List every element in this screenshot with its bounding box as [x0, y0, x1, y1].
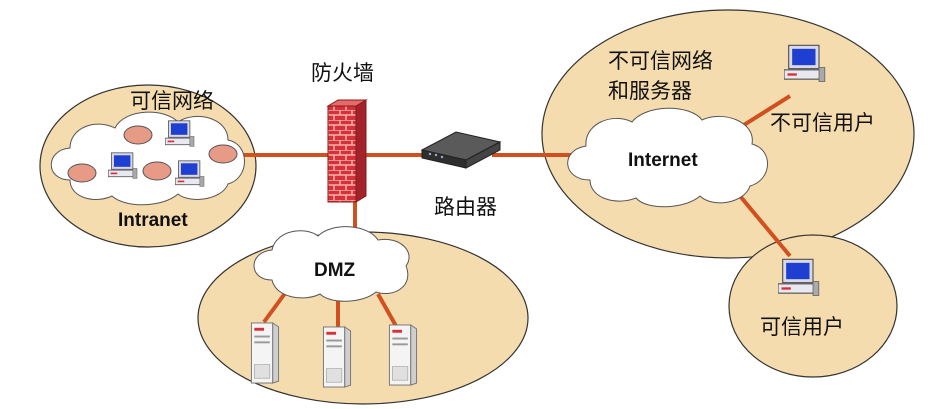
- router-label: 路由器: [434, 195, 497, 219]
- untrusted-network-label-line1: 不可信网络: [608, 49, 713, 73]
- intranet-computer-icon: [165, 120, 195, 147]
- trusted-user-label: 可信用户: [760, 315, 844, 339]
- trusted-network-label: 可信网络: [130, 89, 214, 113]
- internet-label: Internet: [628, 150, 698, 171]
- dmz-cloud: [253, 226, 410, 302]
- intranet-host-nodes: [67, 125, 238, 183]
- untrusted-network-label-line2: 和服务器: [608, 79, 692, 103]
- dmz-server-icon: [388, 324, 418, 386]
- firewall-icon: [326, 99, 368, 203]
- internet-cloud: [567, 107, 768, 208]
- intranet-label: Intranet: [118, 210, 188, 231]
- router-icon: [420, 131, 502, 169]
- untrusted-user-label: 不可信用户: [770, 111, 875, 135]
- firewall-label: 防火墙: [311, 61, 374, 85]
- dmz-server-icon: [250, 322, 280, 384]
- intranet-computer-icon: [108, 152, 138, 179]
- untrusted-user-computer-icon: [784, 44, 826, 83]
- trusted-user-zone: [728, 234, 898, 378]
- dmz-server-icon: [322, 326, 352, 388]
- dmz-label: DMZ: [314, 260, 356, 281]
- trusted-user-computer-icon: [778, 258, 820, 297]
- intranet-computer-icon: [175, 160, 205, 187]
